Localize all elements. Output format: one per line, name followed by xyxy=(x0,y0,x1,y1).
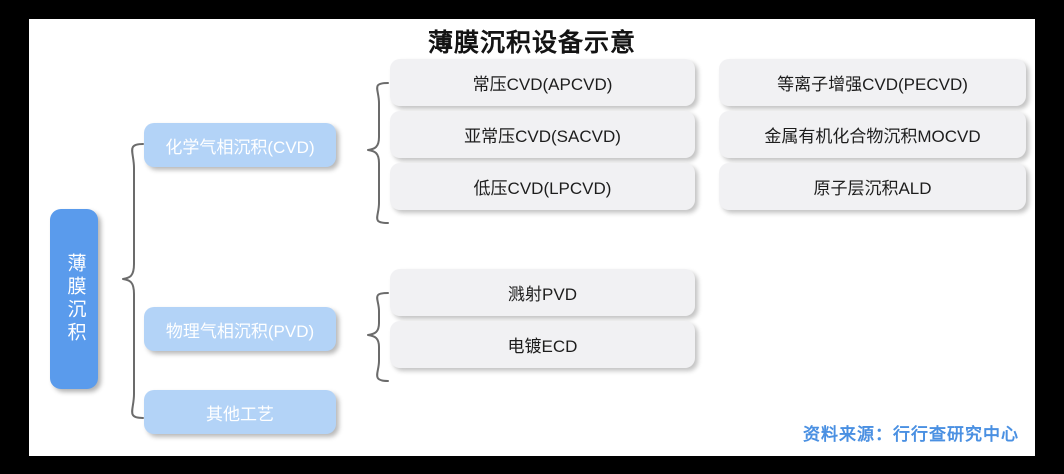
root-brace-connector xyxy=(104,142,144,420)
brace-path xyxy=(367,292,389,382)
root-node-thin-film-deposition[interactable]: 薄膜沉积 xyxy=(50,209,98,389)
cvd-brace-connector xyxy=(349,81,389,225)
brace-path xyxy=(367,82,389,224)
leaf-node-lpcvd[interactable]: 低压CVD(LPCVD) xyxy=(390,163,695,210)
page-title: 薄膜沉积设备示意 xyxy=(427,29,636,57)
diagram-canvas: 薄膜沉积设备示意 薄膜沉积 化学气相沉积(CVD) 常压CVD(APCVD) 亚… xyxy=(29,19,1035,456)
leaf-node-ald[interactable]: 原子层沉积ALD xyxy=(719,163,1026,210)
branch-node-other-processes[interactable]: 其他工艺 xyxy=(144,390,336,434)
pvd-brace-connector xyxy=(349,291,389,383)
leaf-node-ecd[interactable]: 电镀ECD xyxy=(390,321,695,368)
leaf-node-sacvd[interactable]: 亚常压CVD(SACVD) xyxy=(390,111,695,158)
leaf-node-mocvd[interactable]: 金属有机化合物沉积MOCVD xyxy=(719,111,1026,158)
brace-path xyxy=(122,143,144,419)
branch-node-cvd[interactable]: 化学气相沉积(CVD) xyxy=(144,123,336,167)
leaf-node-pecvd[interactable]: 等离子增强CVD(PECVD) xyxy=(719,59,1026,106)
leaf-node-sputtering-pvd[interactable]: 溅射PVD xyxy=(390,269,695,316)
source-attribution: 资料来源：行行查研究中心 xyxy=(803,425,1019,444)
leaf-node-apcvd[interactable]: 常压CVD(APCVD) xyxy=(390,59,695,106)
branch-node-pvd[interactable]: 物理气相沉积(PVD) xyxy=(144,307,336,351)
